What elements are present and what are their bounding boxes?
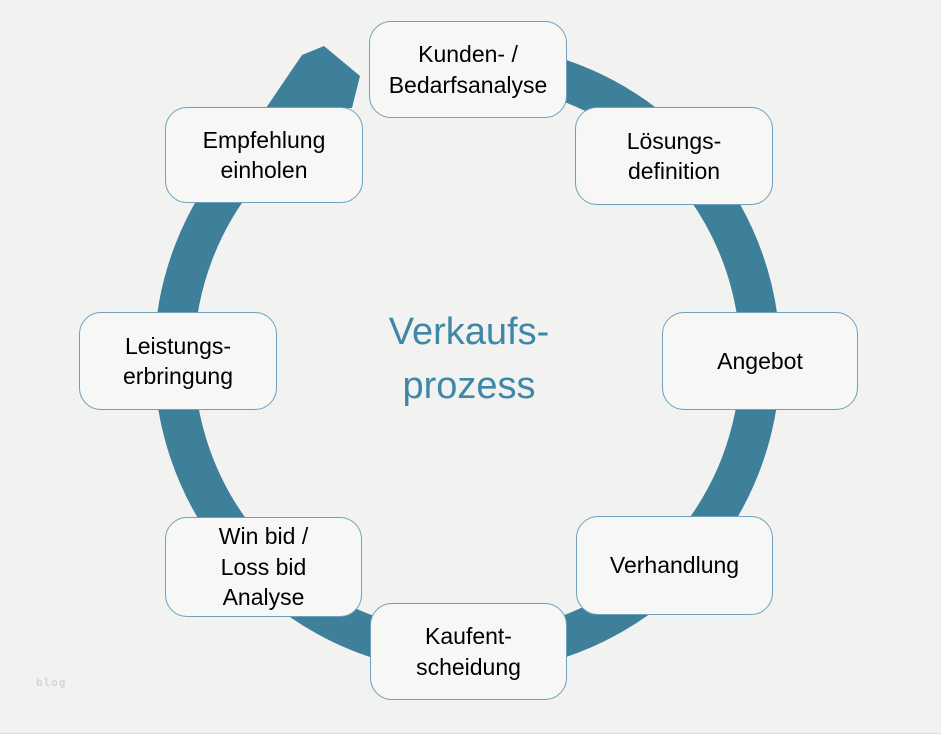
step-kaufentscheidung: Kaufent- scheidung xyxy=(370,603,567,700)
watermark-text: blog xyxy=(36,676,67,689)
step-verhandlung: Verhandlung xyxy=(576,516,773,615)
step-loesungsdefinition: Lösungs- definition xyxy=(575,107,773,205)
step-leistungserbringung: Leistungs- erbringung xyxy=(79,312,277,410)
step-win-bid-loss-bid-analyse: Win bid / Loss bid Analyse xyxy=(165,517,362,617)
step-kunden-bedarfsanalyse: Kunden- / Bedarfsanalyse xyxy=(369,21,567,118)
step-angebot: Angebot xyxy=(662,312,858,410)
cycle-arrowhead-icon xyxy=(266,46,360,108)
step-empfehlung-einholen: Empfehlung einholen xyxy=(165,107,363,203)
diagram-title: Verkaufs- prozess xyxy=(388,311,550,407)
